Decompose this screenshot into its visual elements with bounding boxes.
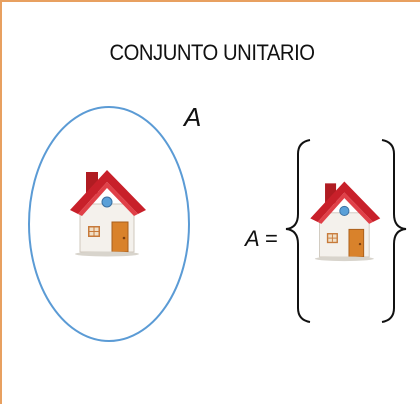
set-equation: A =	[245, 226, 278, 252]
equation-operator: =	[264, 226, 278, 251]
house-icon	[70, 170, 146, 257]
slide-title: CONJUNTO UNITARIO	[109, 40, 315, 65]
left-brace	[285, 139, 311, 323]
equation-lhs: A	[245, 226, 259, 251]
right-brace	[381, 139, 407, 323]
house-element-icon	[310, 181, 381, 262]
set-circle	[28, 106, 190, 342]
set-name-label: A	[184, 102, 202, 132]
